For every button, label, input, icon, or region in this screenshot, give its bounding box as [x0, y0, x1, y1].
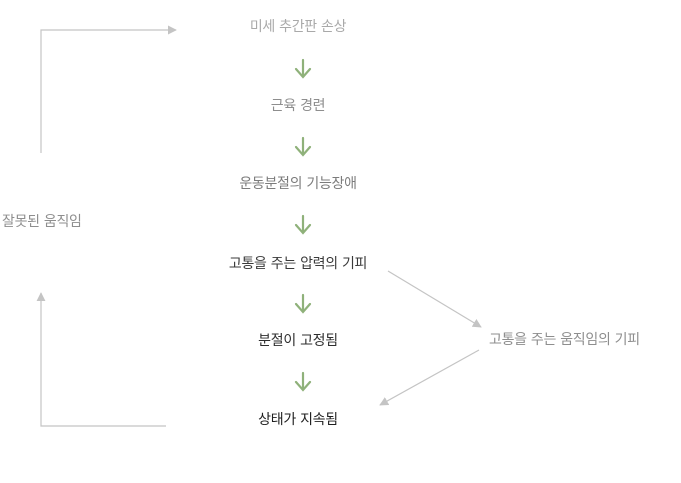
down-arrow-5-6 [294, 371, 312, 392]
right-branch-back [379, 349, 480, 406]
node-segment-fixed: 분절이 고정됨 [258, 333, 338, 349]
down-arrow-2-3 [294, 136, 312, 157]
node-segment-dysfunction: 운동분절의 기능장애 [239, 176, 357, 192]
node-state-persists: 상태가 지속됨 [258, 412, 338, 428]
node-microdisc-injury: 미세 추간판 손상 [249, 19, 347, 35]
down-arrow-4-5 [294, 293, 312, 314]
right-branch-out [387, 270, 482, 328]
down-arrow-3-4 [294, 214, 312, 235]
side-label-pain-movement-avoidance: 고통을 주는 움직임의 기피 [489, 332, 640, 348]
left-loop-upper [40, 25, 177, 153]
node-pain-pressure-avoidance: 고통을 주는 압력의 기피 [228, 256, 368, 272]
left-loop-lower [36, 292, 166, 427]
side-label-wrong-movement: 잘못된 움직임 [2, 214, 82, 230]
down-arrow-1-2 [294, 58, 312, 79]
node-muscle-spasm: 근육 경련 [270, 98, 326, 114]
